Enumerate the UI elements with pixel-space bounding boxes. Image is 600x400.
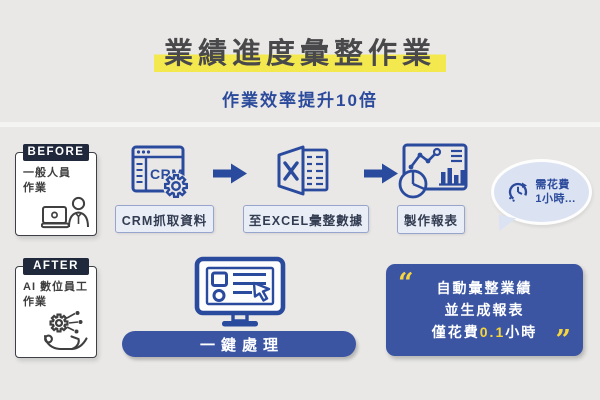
step-label-crm: CRM抓取資料 [115,205,214,233]
after-role-label: AI 數位員工 作業 [23,281,89,308]
result-quote-text: 自動彙整業績 並生成報表 僅花費0.1小時 [431,280,538,340]
time-saved-value: 0.1 [479,324,506,340]
time-cost-bubble: 需花費 1小時... [491,159,592,225]
after-badge: AFTER [23,258,89,275]
hand-holding-gear-icon [42,310,90,352]
before-card: BEFORE 一般人員 作業 [15,144,97,236]
page-subtitle: 作業效率提升10倍 [222,91,378,110]
one-click-button: 一鍵處理 [122,331,356,357]
time-cost-text: 需花費 1小時... [535,179,576,205]
before-role-label: 一般人員 作業 [23,167,71,194]
excel-icon [274,142,332,199]
step-label-report: 製作報表 [397,205,465,234]
arrow-right-icon [364,163,400,184]
section-divider [0,122,600,127]
person-at-laptop-icon [41,194,93,232]
close-quote-mark: ” [555,325,571,356]
before-badge: BEFORE [23,144,89,161]
monitor-automation-icon [194,256,286,330]
clock-icon [507,181,529,203]
open-quote-mark: “ [398,268,414,299]
crm-browser-icon: CRM [131,143,189,201]
after-card: AFTER AI 數位員工 作業 [15,258,97,358]
step-label-excel: 至EXCEL彙整數據 [243,205,369,233]
result-quote-box: “ 自動彙整業績 並生成報表 僅花費0.1小時 ” [386,264,583,356]
page-title: 業績進度彙整作業 [153,30,446,72]
arrow-right-icon [213,163,249,184]
report-chart-icon [396,142,470,200]
